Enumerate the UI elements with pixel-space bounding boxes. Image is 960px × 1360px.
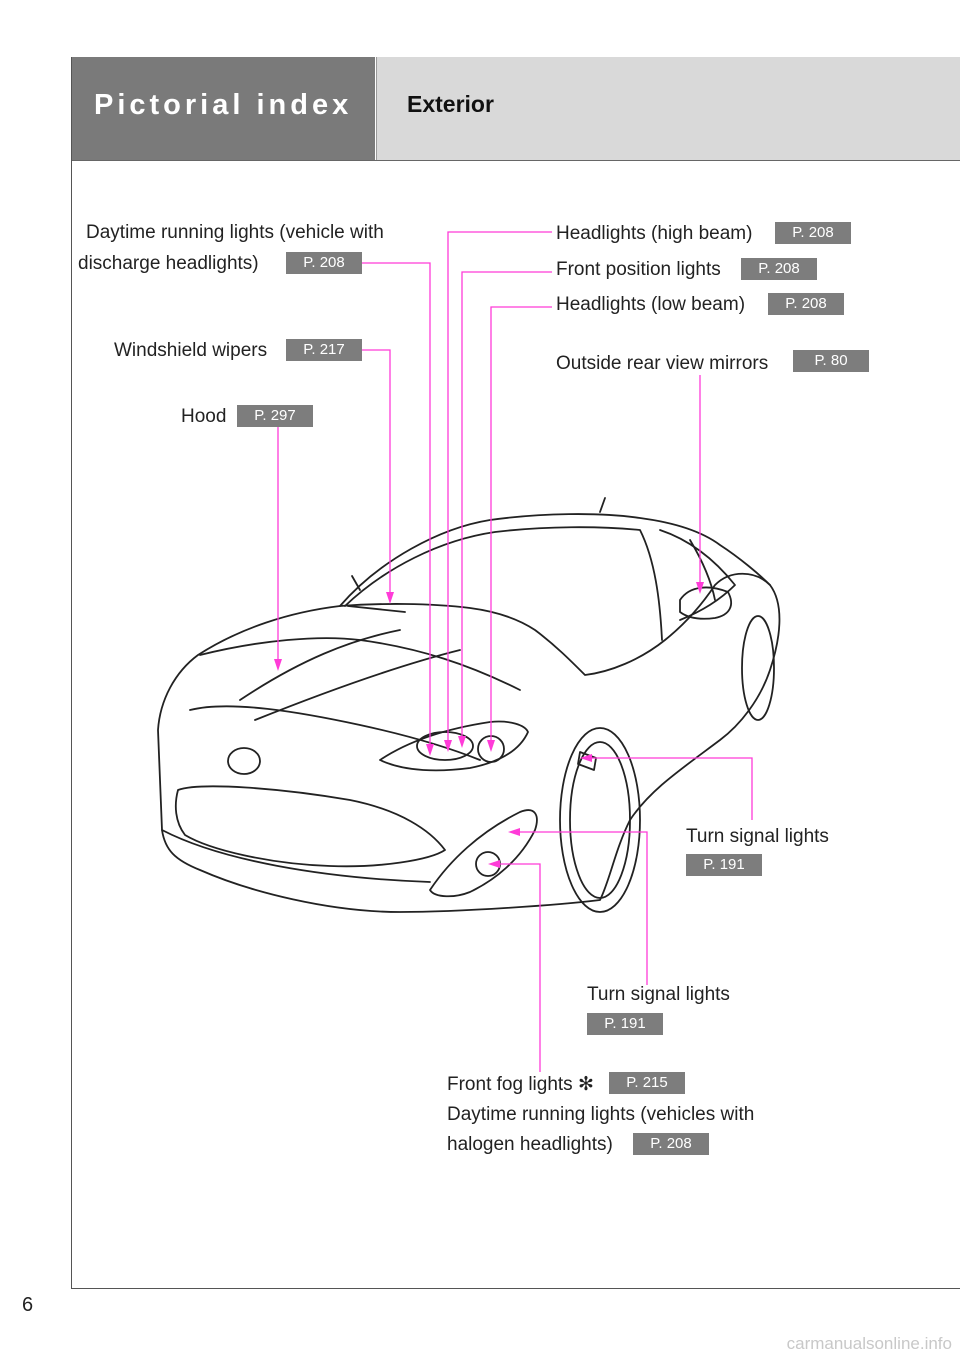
high-beam-label: Headlights (high beam) <box>556 223 753 244</box>
page-title: Exterior <box>407 91 494 117</box>
watermark: carmanualsonline.info <box>786 1334 952 1353</box>
mirrors-label: Outside rear view mirrors <box>556 353 769 374</box>
turn-signal-front-page-badge[interactable]: P. 191 <box>587 1013 663 1035</box>
mirrors-page-badge[interactable]: P. 80 <box>793 350 869 372</box>
section-tab: Pictorial index <box>72 57 375 160</box>
low-beam-label: Headlights (low beam) <box>556 294 746 315</box>
leader-high-beam <box>447 231 552 748</box>
front-position-label: Front position lights <box>556 259 721 280</box>
header-rule <box>72 160 960 161</box>
turn-signal-side-page-badge[interactable]: P. 191 <box>686 854 762 876</box>
fog-label: Front fog lights ✻ <box>447 1074 594 1096</box>
front-position-page-badge[interactable]: P. 208 <box>741 258 817 280</box>
hood-label: Hood <box>181 406 227 427</box>
turn-signal-side-label: Turn signal lights <box>686 826 829 847</box>
leader-turn-front <box>512 831 648 985</box>
hood-page-badge[interactable]: P. 297 <box>237 405 313 427</box>
fog-page-badge[interactable]: P. 215 <box>609 1072 685 1094</box>
page-frame-left <box>71 57 72 1289</box>
drl-halogen-page-badge[interactable]: P. 208 <box>633 1133 709 1155</box>
wipers-label: Windshield wipers <box>114 340 268 361</box>
drl-discharge-page-badge[interactable]: P. 208 <box>286 252 362 274</box>
drl-halogen-label-line1: Daytime running lights (vehicles with <box>447 1104 755 1125</box>
leader-turn-side <box>584 757 753 820</box>
fog-footnote-mark: ✻ <box>577 1074 594 1095</box>
drl-discharge-label-line2: discharge headlights) <box>78 253 259 274</box>
low-beam-page-badge[interactable]: P. 208 <box>768 293 844 315</box>
leader-front-position <box>461 271 552 744</box>
car-outline <box>157 497 781 913</box>
leader-low-beam <box>490 306 552 748</box>
page-number: 6 <box>22 1294 34 1316</box>
leader-drl-discharge <box>362 262 431 752</box>
section-title: Pictorial index <box>94 89 353 121</box>
wipers-page-badge[interactable]: P. 217 <box>286 339 362 361</box>
leader-arrowheads <box>274 582 704 868</box>
page-header: Exterior <box>376 57 960 160</box>
drl-discharge-label-line1: Daytime running lights (vehicle with <box>86 222 384 243</box>
leader-fog <box>492 863 541 1072</box>
turn-signal-front-label: Turn signal lights <box>587 984 730 1005</box>
leader-lines <box>277 231 753 1072</box>
page-frame-bottom <box>71 1288 960 1289</box>
high-beam-page-badge[interactable]: P. 208 <box>775 222 851 244</box>
drl-halogen-label-line2: halogen headlights) <box>447 1134 613 1155</box>
fog-label-text: Front fog lights <box>447 1074 573 1095</box>
leader-wipers <box>362 349 391 600</box>
